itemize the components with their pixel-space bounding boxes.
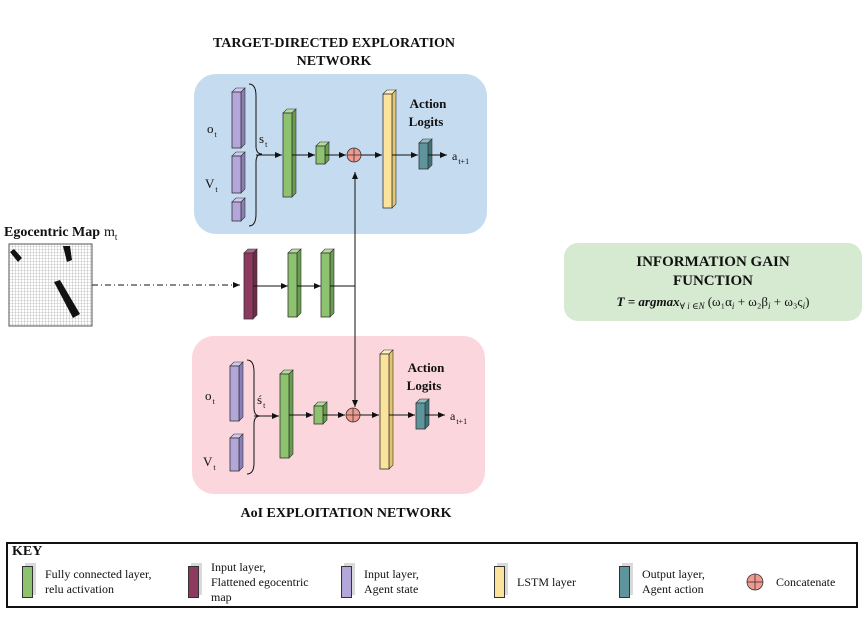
aoi-output-layer xyxy=(415,398,430,430)
aoi-action-logits-line2: Logits xyxy=(407,378,442,393)
legend-item-agent-state: Input layer, Agent state xyxy=(341,562,419,602)
legend-title: KEY xyxy=(12,544,43,559)
target-input-v-layer-1 xyxy=(231,151,246,194)
aoi-input-v-layer xyxy=(229,433,244,472)
target-input-o-label: ot xyxy=(207,121,218,139)
target-action-logits-line2: Logits xyxy=(409,114,444,129)
legend-item-output: Output layer, Agent action xyxy=(619,562,705,602)
target-concat-symbol xyxy=(346,147,362,163)
legend-item-fc: Fully connected layer, relu activation xyxy=(22,562,151,602)
target-action-logits-line1: Action xyxy=(410,96,448,111)
target-state-label: st xyxy=(259,131,268,149)
aoi-fc-layer-2 xyxy=(313,401,328,425)
legend-swatch-agent-state xyxy=(341,566,352,598)
legend-label-flattened: Input layer, Flattened egocentric map xyxy=(211,559,309,604)
aoi-output-label: at+1 xyxy=(450,409,467,426)
architecture-diagram: TARGET-DIRECTED EXPLORATION NETWORK AoI … xyxy=(4,36,862,521)
legend-label-fc: Fully connected layer, relu activation xyxy=(45,567,152,596)
egocentric-map-image xyxy=(8,243,93,327)
target-input-v-label: Vt xyxy=(205,176,218,194)
aoi-concat-symbol xyxy=(345,407,361,423)
information-gain-title-line1: INFORMATION GAIN xyxy=(636,254,790,270)
aoi-network-title: AoI EXPLOITATION NETWORK xyxy=(240,506,451,521)
legend-key: KEY Fully connected layer, relu activati… xyxy=(6,542,858,608)
target-network-title-line2: NETWORK xyxy=(297,54,372,69)
aoi-input-o-label: ot xyxy=(205,388,216,406)
aoi-lstm-layer xyxy=(379,349,394,470)
legend-swatch-flattened xyxy=(188,566,199,598)
information-gain-formula: T = argmax∀ i ∈N(ω₁αi + ω₂βi + ω₃ςi) xyxy=(617,294,810,311)
mid-fc-layer-1 xyxy=(287,248,302,318)
target-input-v-layer-2 xyxy=(231,197,246,222)
legend-item-lstm: LSTM layer xyxy=(494,562,576,602)
legend-swatch-lstm xyxy=(494,566,505,598)
legend-label-output: Output layer, Agent action xyxy=(642,567,705,596)
legend-label-lstm: LSTM layer xyxy=(517,574,576,589)
legend-item-flattened: Input layer, Flattened egocentric map xyxy=(188,559,309,604)
legend-swatch-output xyxy=(619,566,630,598)
information-gain-box xyxy=(564,243,862,321)
aoi-input-v-label: Vt xyxy=(203,454,216,472)
aoi-state-label: śt xyxy=(257,392,266,410)
concatenate-icon xyxy=(746,573,764,591)
target-state-brace xyxy=(248,83,263,227)
target-input-o-layer xyxy=(231,87,246,149)
aoi-input-o-layer xyxy=(229,361,244,422)
information-gain-title-line2: FUNCTION xyxy=(673,273,753,289)
mid-fc-layer-2 xyxy=(320,248,335,318)
aoi-fc-layer-1 xyxy=(279,369,294,459)
legend-item-concat: Concatenate xyxy=(746,562,835,602)
legend-label-concat: Concatenate xyxy=(776,574,836,589)
legend-swatch-fc xyxy=(22,566,33,598)
legend-label-agent-state: Input layer, Agent state xyxy=(364,567,419,596)
flattened-input-layer xyxy=(243,248,258,320)
target-fc-layer-2 xyxy=(315,141,330,165)
target-fc-layer-1 xyxy=(282,108,297,198)
target-output-layer xyxy=(418,138,433,170)
target-network-title-line1: TARGET-DIRECTED EXPLORATION xyxy=(213,36,455,51)
aoi-action-logits-line1: Action xyxy=(408,360,446,375)
target-lstm-layer xyxy=(382,89,397,209)
target-output-label: at+1 xyxy=(452,149,469,166)
